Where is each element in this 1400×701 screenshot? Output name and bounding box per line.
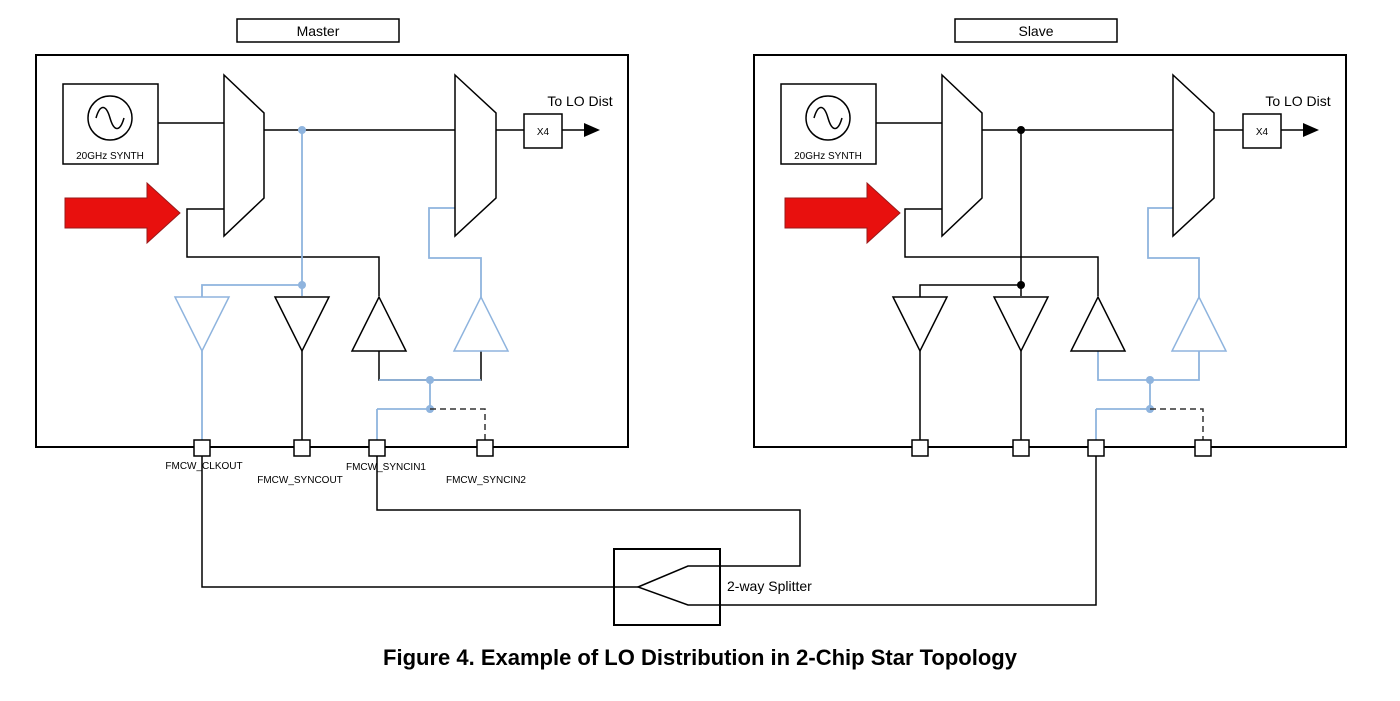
slave-pin-syncin2 bbox=[1194, 439, 1212, 457]
slave-pin-syncin1 bbox=[1087, 439, 1105, 457]
master-active-path-return bbox=[428, 207, 482, 297]
master-synth-label: 20GHz SYNTH bbox=[76, 151, 144, 162]
highlight-arrow-icon bbox=[784, 181, 901, 245]
master-optional-syncin2-link bbox=[430, 408, 486, 440]
master-pin-syncin2 bbox=[476, 439, 494, 457]
master-syncout-driver-amp bbox=[273, 296, 331, 353]
slave-clkout-driver-amp bbox=[891, 296, 949, 353]
sine-wave-icon bbox=[87, 95, 133, 141]
slave-input-mux bbox=[941, 73, 983, 238]
splitter-label: 2-way Splitter bbox=[727, 578, 812, 594]
external-wiring: 2-way Splitter bbox=[201, 456, 1097, 626]
pin-label-syncin1: FMCW_SYNCIN1 bbox=[346, 462, 426, 473]
master-junction-dot bbox=[298, 126, 306, 134]
slave-pin-clkout bbox=[911, 439, 929, 457]
slave-pin-syncout bbox=[1012, 439, 1030, 457]
master-syncin-receiver-amp bbox=[350, 295, 408, 352]
pin-label-syncin2: FMCW_SYNCIN2 bbox=[446, 475, 526, 486]
master-title: Master bbox=[297, 23, 340, 39]
master-x4-label: X4 bbox=[537, 127, 550, 138]
master-clkout-driver-amp bbox=[173, 296, 231, 353]
slave-optional-syncin2-link bbox=[1150, 408, 1204, 440]
slave-syncout-driver-amp bbox=[992, 296, 1050, 353]
master-x4-block bbox=[523, 113, 563, 149]
master-active-path-amp-feed bbox=[201, 284, 303, 297]
master-return-receiver-amp bbox=[452, 295, 510, 352]
master-junction-dot bbox=[426, 376, 434, 384]
slave-output-mux bbox=[1172, 73, 1215, 238]
master-pin-clkout bbox=[193, 439, 211, 457]
master-junction-dot bbox=[298, 281, 306, 289]
slave-amp-feed bbox=[919, 284, 1021, 297]
slave-junction-dot bbox=[1017, 126, 1025, 134]
slave-x4-block bbox=[1242, 113, 1282, 149]
highlight-arrow-icon bbox=[64, 181, 181, 245]
slave-return-receiver-amp bbox=[1170, 295, 1228, 352]
slave-junction-dot bbox=[1146, 376, 1154, 384]
figure-caption: Figure 4. Example of LO Distribution in … bbox=[383, 645, 1017, 670]
pin-label-clkout: FMCW_CLKOUT bbox=[165, 461, 242, 472]
slave-lo-out-label: To LO Dist bbox=[1265, 93, 1330, 109]
slave-syncin-receiver-amp bbox=[1069, 295, 1127, 352]
master-pin-syncin1 bbox=[368, 439, 386, 457]
pin-label-syncout: FMCW_SYNCOUT bbox=[257, 475, 343, 486]
master-pin-syncout bbox=[293, 439, 311, 457]
master-input-mux bbox=[223, 73, 265, 238]
sine-wave-icon bbox=[805, 95, 851, 141]
arrowhead-icon bbox=[584, 123, 600, 137]
master-title-box bbox=[236, 18, 400, 43]
master-clkout-to-splitter-wire bbox=[201, 456, 614, 588]
slave-active-path-return bbox=[1147, 207, 1200, 297]
master-lo-out-label: To LO Dist bbox=[547, 93, 612, 109]
splitter-symbol bbox=[635, 565, 720, 606]
slave-chip: Slave 20GHz SYNTH X4 To LO D bbox=[753, 18, 1347, 457]
master-mux-input-wire bbox=[186, 208, 380, 296]
slave-junction-dot bbox=[1017, 281, 1025, 289]
slave-title-box bbox=[954, 18, 1118, 43]
slave-synth-label: 20GHz SYNTH bbox=[794, 151, 862, 162]
splitter-to-master-syncin1-wire bbox=[376, 456, 801, 567]
master-chip: Master 20GHz SYNTH bbox=[35, 18, 629, 486]
slave-title: Slave bbox=[1018, 23, 1053, 39]
master-output-mux bbox=[454, 73, 497, 238]
arrowhead-icon bbox=[1303, 123, 1319, 137]
slave-mux-input-wire bbox=[904, 208, 1099, 296]
splitter-to-slave-syncin1-wire bbox=[720, 456, 1097, 606]
slave-x4-label: X4 bbox=[1256, 127, 1269, 138]
